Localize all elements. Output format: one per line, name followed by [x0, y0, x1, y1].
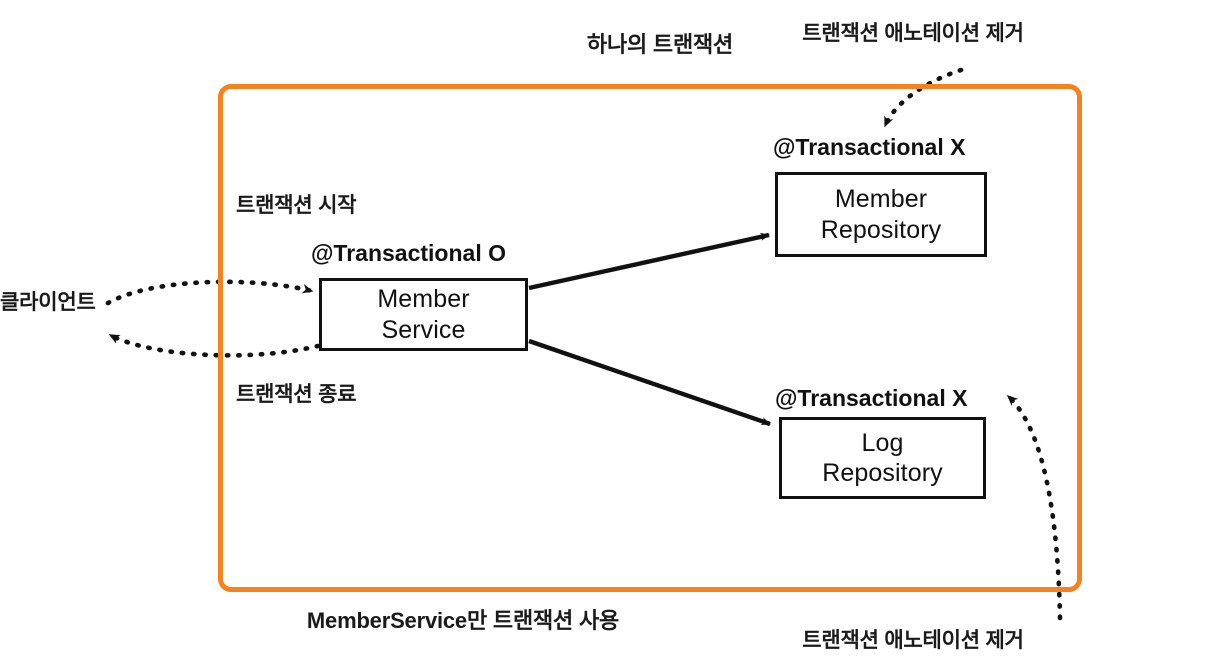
node-member-service: Member Service	[319, 278, 528, 351]
node-log-repository: Log Repository	[779, 417, 986, 499]
callout-label-remove-annotation-bottom: 트랜잭션 애노테이션 제거	[802, 629, 1024, 652]
transaction-start-label: 트랜잭션 시작	[236, 194, 357, 217]
edge-service-to-client	[107, 332, 321, 358]
node-member-repository-line1: Member	[834, 185, 928, 213]
transaction-end-label: 트랜잭션 종료	[236, 383, 357, 406]
node-member-repository: Member Repository	[775, 172, 987, 257]
diagram-title: 하나의 트랜잭션	[586, 32, 734, 57]
annotation-log-repository: @Transactional X	[775, 385, 968, 411]
edge-service-to-member-repository	[528, 232, 770, 291]
callout-arrow-top	[882, 67, 964, 129]
node-member-service-line2: Service	[381, 315, 466, 344]
transaction-boundary-box	[218, 84, 1082, 592]
edge-service-to-log-repository	[528, 338, 771, 427]
diagram-caption: MemberService만 트랜잭션 사용	[306, 608, 620, 633]
edge-client-to-service	[105, 279, 315, 306]
node-member-service-line1: Member	[377, 285, 470, 313]
callout-arrow-bottom	[1005, 393, 1063, 621]
node-log-repository-line2: Repository	[822, 459, 943, 487]
callout-label-remove-annotation-top: 트랜잭션 애노테이션 제거	[802, 22, 1024, 45]
node-member-repository-line2: Repository	[820, 215, 942, 244]
annotation-member-service: @Transactional O	[311, 240, 506, 266]
node-log-repository-line1: Log	[861, 428, 904, 457]
annotation-member-repository: @Transactional X	[773, 134, 966, 160]
client-actor-label: 클라이언트	[0, 291, 96, 314]
